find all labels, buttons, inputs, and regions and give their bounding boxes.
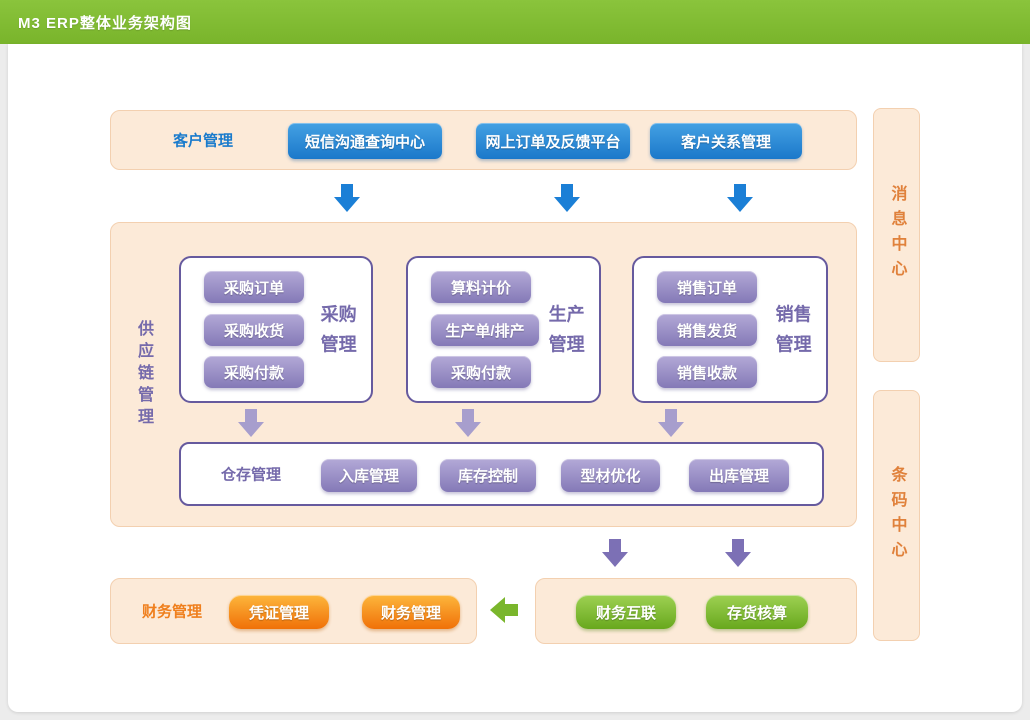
warehouse-label: 仓存管理 (221, 466, 282, 484)
arrow-down-icon (658, 409, 684, 437)
inbound-management-button[interactable]: 入库管理 (321, 459, 417, 492)
outbound-management-button[interactable]: 出库管理 (689, 459, 789, 492)
sales-collection-button[interactable]: 销售收款 (657, 356, 757, 388)
integration-panel: 财务互联 存货核算 (535, 578, 857, 644)
arrow-down-icon (238, 409, 264, 437)
voucher-management-button[interactable]: 凭证管理 (229, 595, 329, 629)
finance-panel: 财务管理 凭证管理 财务管理 (110, 578, 477, 644)
finance-interconnect-button[interactable]: 财务互联 (576, 595, 676, 629)
sales-delivery-button[interactable]: 销售发货 (657, 314, 757, 346)
production-group-label: 生产管理 (548, 303, 585, 355)
online-order-feedback-button[interactable]: 网上订单及反馈平台 (476, 123, 630, 159)
material-pricing-button[interactable]: 算料计价 (431, 271, 531, 303)
arrow-down-icon (725, 539, 751, 567)
customer-management-panel: 客户管理 短信沟通查询中心 网上订单及反馈平台 客户关系管理 (110, 110, 857, 170)
diagram-canvas: 客户管理 短信沟通查询中心 网上订单及反馈平台 客户关系管理 供应链管理 采购订… (8, 44, 1022, 712)
supply-chain-label: 供应链管理 (135, 319, 152, 430)
production-group-box: 算料计价 生产单/排产 采购付款 生产管理 (406, 256, 601, 403)
arrow-down-icon (727, 184, 753, 212)
sales-order-button[interactable]: 销售订单 (657, 271, 757, 303)
warehouse-box: 仓存管理 入库管理 库存控制 型材优化 出库管理 (179, 442, 824, 506)
arrow-down-icon (554, 184, 580, 212)
purchase-receipt-button[interactable]: 采购收货 (204, 314, 304, 346)
message-center-label: 消息中心 (888, 185, 906, 285)
page-title: M3 ERP整体业务架构图 (18, 14, 192, 32)
sales-group-box: 销售订单 销售发货 销售收款 销售管理 (632, 256, 828, 403)
finance-label: 财务管理 (142, 603, 203, 621)
barcode-center-panel: 条码中心 (873, 390, 920, 641)
customer-management-label: 客户管理 (173, 132, 234, 150)
sms-communication-center-button[interactable]: 短信沟通查询中心 (288, 123, 442, 159)
arrow-down-icon (602, 539, 628, 567)
procurement-group-label: 采购管理 (320, 303, 357, 355)
finance-management-button[interactable]: 财务管理 (362, 595, 460, 629)
procurement-group-box: 采购订单 采购收货 采购付款 采购管理 (179, 256, 373, 403)
purchase-payment-button[interactable]: 采购付款 (204, 356, 304, 388)
inventory-accounting-button[interactable]: 存货核算 (706, 595, 808, 629)
supply-chain-panel: 供应链管理 采购订单 采购收货 采购付款 采购管理 算料计价 生产单/排产 采购… (110, 222, 857, 527)
arrow-down-icon (455, 409, 481, 437)
barcode-center-label: 条码中心 (888, 465, 906, 566)
production-scheduling-button[interactable]: 生产单/排产 (431, 314, 539, 346)
inventory-control-button[interactable]: 库存控制 (440, 459, 536, 492)
message-center-panel: 消息中心 (873, 108, 920, 362)
sales-group-label: 销售管理 (775, 303, 812, 355)
arrow-down-icon (334, 184, 360, 212)
crm-button[interactable]: 客户关系管理 (650, 123, 802, 159)
profile-optimization-button[interactable]: 型材优化 (561, 459, 660, 492)
arrow-left-icon (490, 597, 518, 623)
purchase-payment-button[interactable]: 采购付款 (431, 356, 531, 388)
title-bar: M3 ERP整体业务架构图 (0, 0, 1030, 44)
purchase-order-button[interactable]: 采购订单 (204, 271, 304, 303)
